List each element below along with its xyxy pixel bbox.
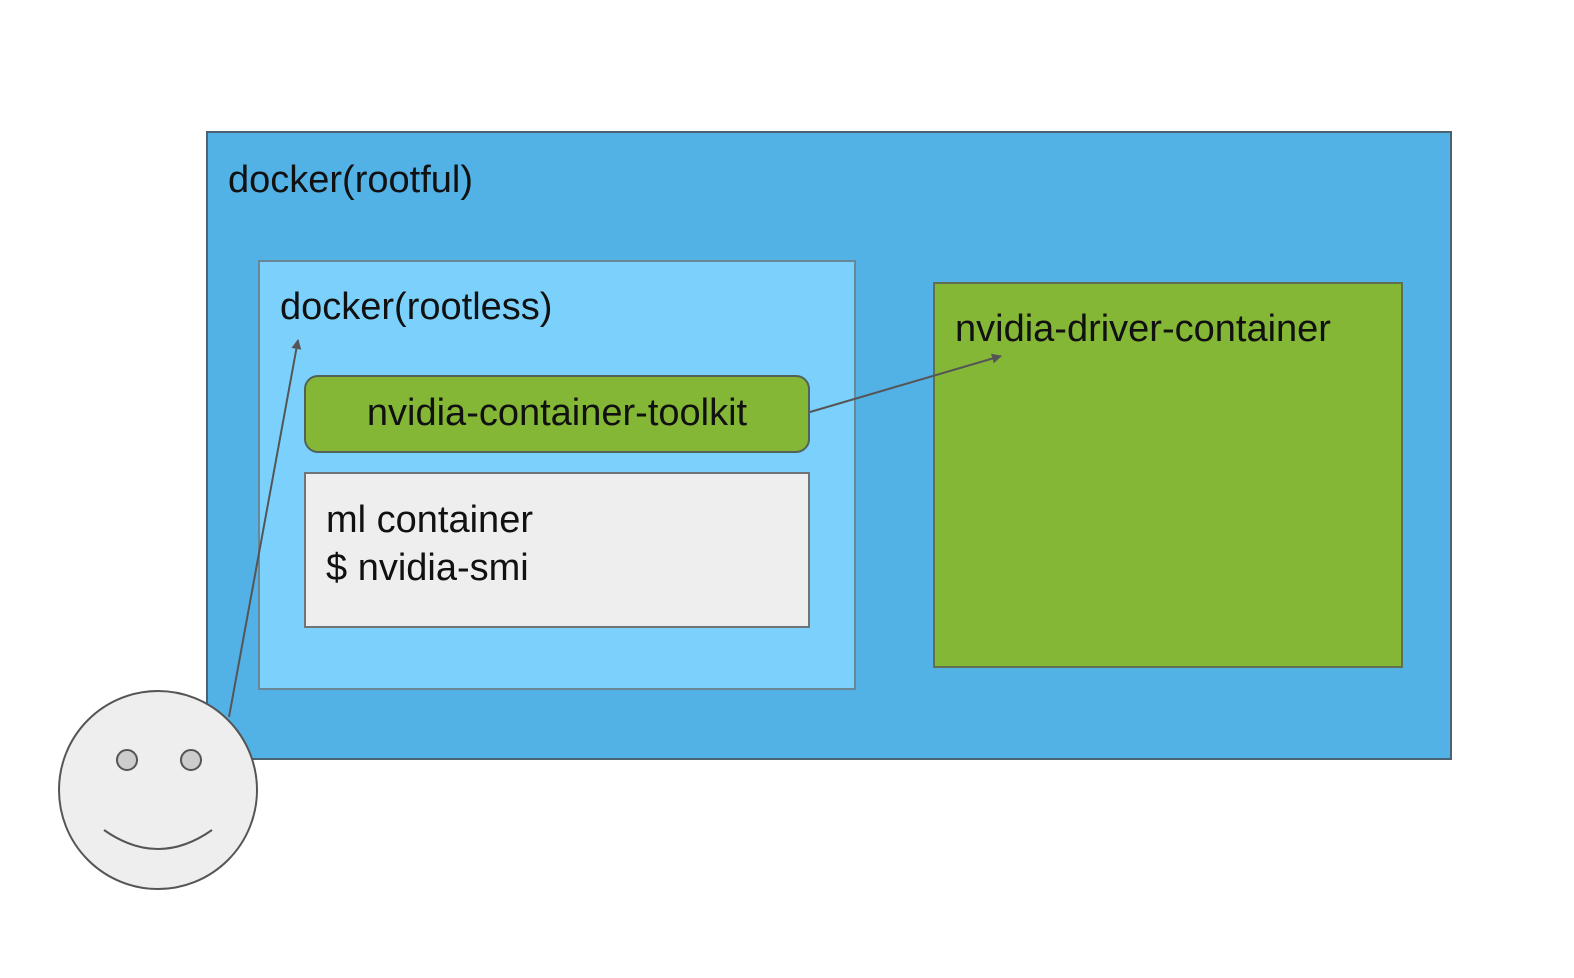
user-to-rootless-arrow xyxy=(228,339,302,718)
face-outline xyxy=(58,690,258,890)
smiley-face-icon xyxy=(58,690,258,890)
toolkit-to-driver-arrow xyxy=(809,353,1002,413)
docker-rootless-label: docker(rootless) xyxy=(280,286,553,328)
ml-container-label: ml container xyxy=(326,499,533,541)
nvidia-container-toolkit-box: nvidia-container-toolkit xyxy=(304,375,810,453)
nvidia-driver-container-label: nvidia-driver-container xyxy=(955,308,1331,350)
nvidia-driver-container-box: nvidia-driver-container xyxy=(933,282,1403,668)
ml-container-box: ml container $ nvidia-smi xyxy=(304,472,810,628)
right-eye xyxy=(180,749,202,771)
smile-mouth xyxy=(103,829,213,850)
left-eye xyxy=(116,749,138,771)
docker-rootful-label: docker(rootful) xyxy=(228,159,473,201)
nvidia-smi-command: $ nvidia-smi xyxy=(326,547,529,589)
nvidia-container-toolkit-label: nvidia-container-toolkit xyxy=(366,392,748,435)
